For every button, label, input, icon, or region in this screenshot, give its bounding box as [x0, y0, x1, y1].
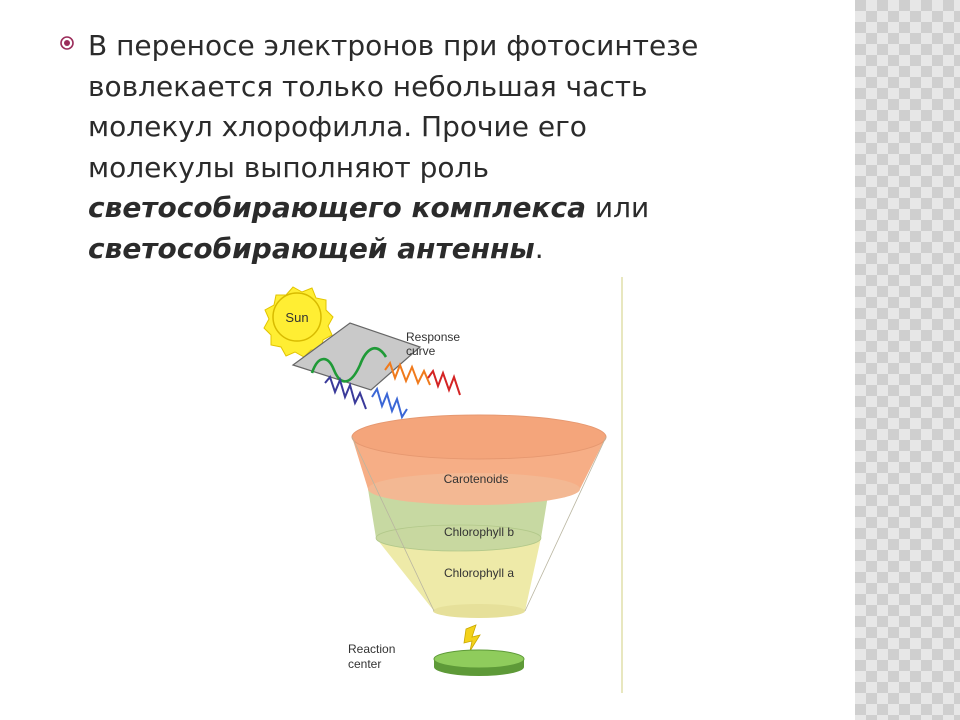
paragraph-line-3: молекул хлорофилла. Прочие его — [88, 110, 587, 143]
paragraph-line-4: молекулы выполняют роль — [88, 150, 489, 184]
bullet-paragraph: В переносе электронов при фотосинтезе во… — [88, 26, 788, 269]
response-curve-label-line-1: Response — [406, 330, 460, 344]
bullet-icon — [60, 36, 74, 50]
chlorophyll-a-layer — [376, 538, 541, 611]
sun-label: Sun — [285, 310, 308, 325]
response-curve-label-line-2: curve — [406, 344, 436, 358]
chlorophyll-b-label: Chlorophyll b — [444, 525, 514, 539]
chlorophyll-a-label: Chlorophyll a — [444, 566, 514, 580]
reaction-center-disc — [433, 649, 525, 676]
carotenoids-label: Carotenoids — [444, 472, 509, 486]
energy-flash-icon — [463, 624, 481, 652]
reaction-center-label-line-1: Reaction — [348, 642, 395, 656]
paragraph-line-2: вовлекается только небольшая часть — [88, 69, 648, 103]
funnel — [351, 414, 607, 618]
response-curve-line — [310, 347, 388, 383]
reaction-center-label-line-2: center — [348, 657, 381, 671]
light-harvesting-funnel-diagram: Sun Response curve Carotenoids Chlorophy… — [263, 277, 623, 693]
sun-icon — [263, 286, 334, 358]
decorative-side-pattern — [855, 0, 960, 720]
emphasis-light-harvesting-antenna: светособирающей антенны — [88, 231, 535, 265]
paragraph-line-5: светособирающего комплекса или — [88, 188, 788, 229]
emphasis-light-harvesting-complex: светособирающего комплекса — [88, 191, 586, 224]
paragraph-line-6: светособирающей антенны. — [88, 229, 788, 270]
light-wave-red — [427, 368, 461, 396]
light-wave-violet — [324, 374, 367, 410]
light-wave-blue — [371, 386, 408, 420]
response-curve-panel — [291, 322, 422, 391]
funnel-top-rim — [351, 414, 607, 460]
paragraph-line-1: В переносе электронов при фотосинтезе — [88, 29, 699, 62]
connector-word: или — [585, 191, 650, 224]
light-wave-orange — [384, 360, 431, 386]
end-punctuation: . — [534, 231, 544, 265]
